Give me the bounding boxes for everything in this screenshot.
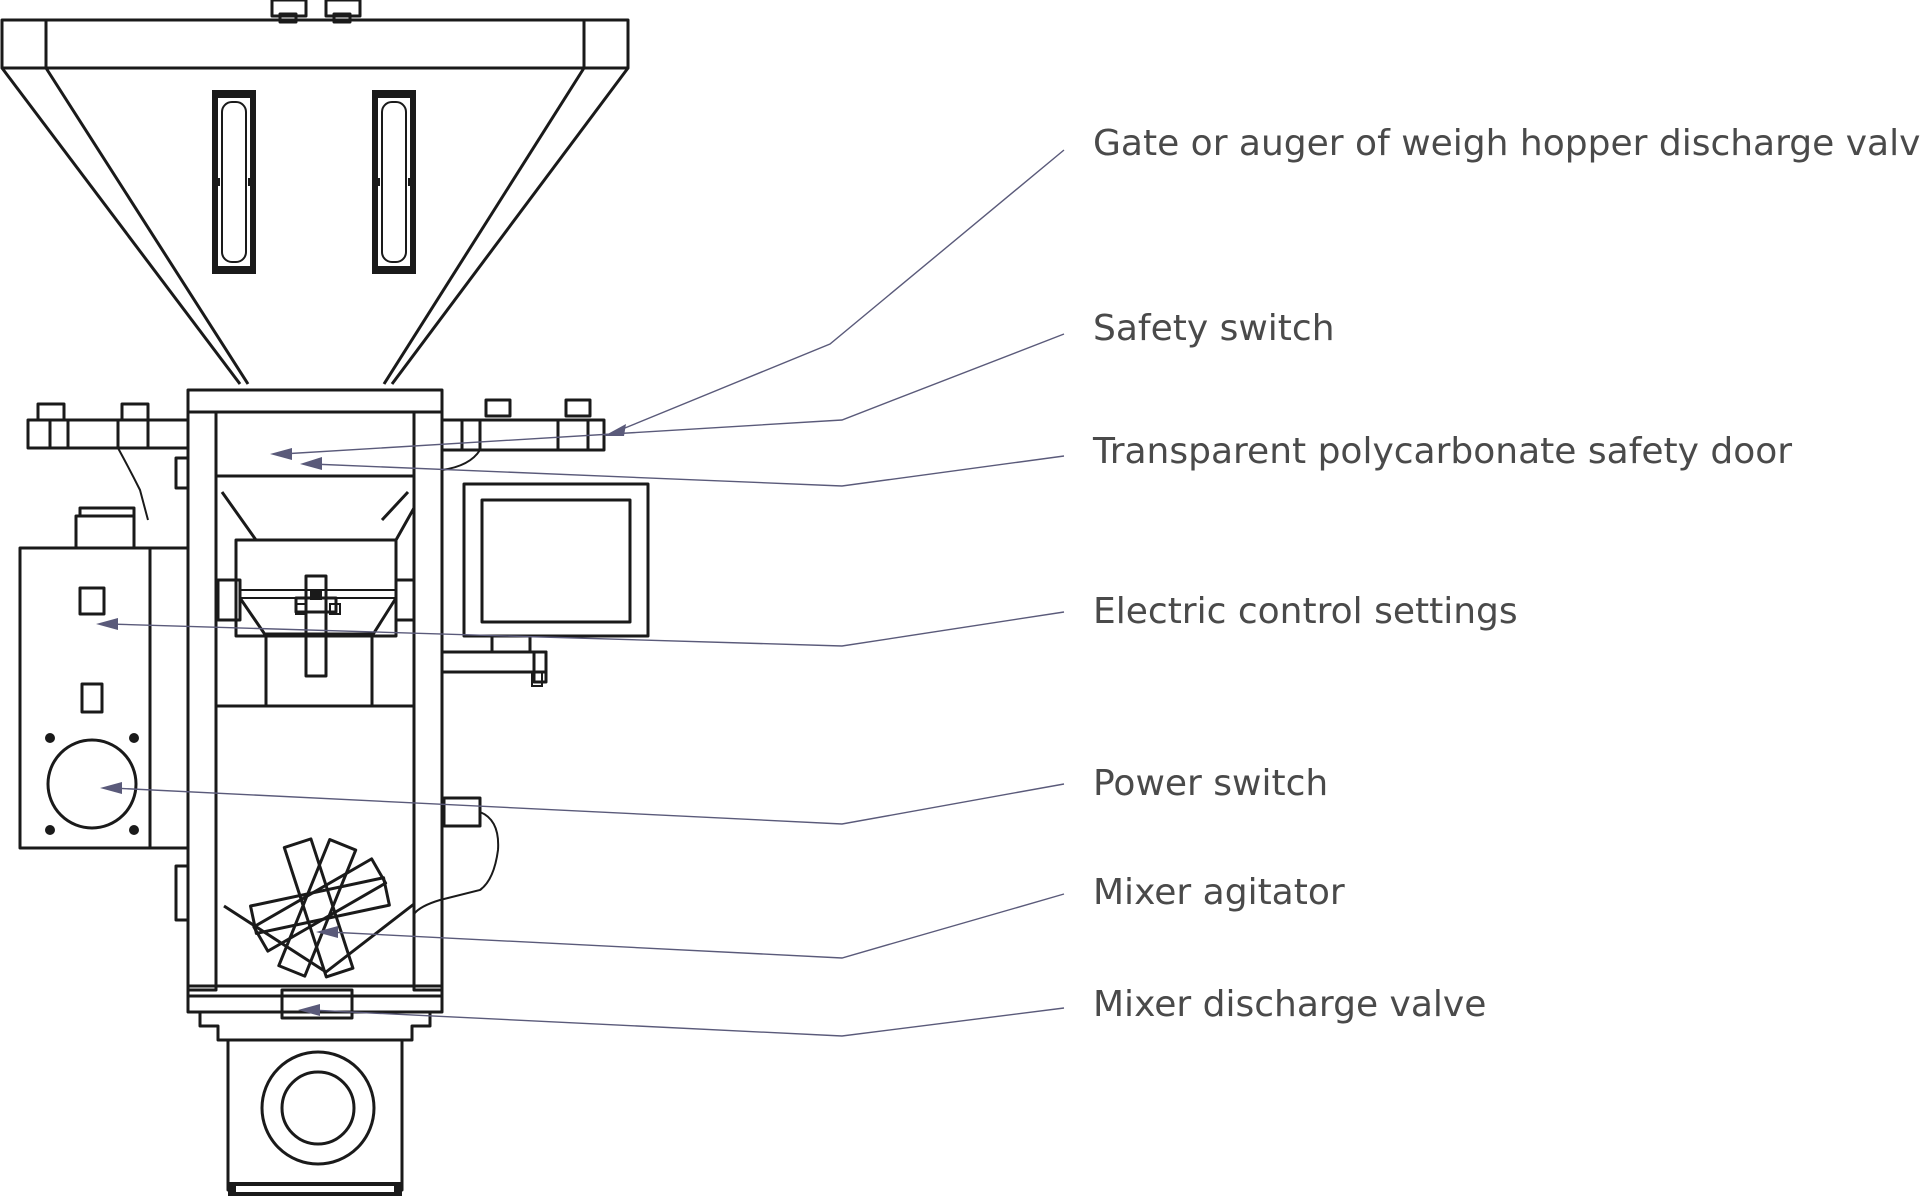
- label-discharge-valve-gate: Gate or auger of weigh hopper discharge …: [1093, 123, 1920, 164]
- leader-mixer-discharge: [309, 1007, 1065, 1037]
- leader-power-switch: [111, 783, 1065, 825]
- label-safety-switch: Safety switch: [1093, 308, 1335, 349]
- control-screen: [440, 482, 650, 687]
- power-switch: [413, 796, 500, 915]
- mixer-discharge-valve: [186, 988, 444, 1196]
- weigh-hopper: [216, 490, 416, 708]
- leader-mixer-agitator: [327, 893, 1065, 959]
- blender-frame: [186, 388, 444, 998]
- hopper-sight-window-right: [372, 90, 416, 274]
- leader-discharge-gate: [619, 149, 1065, 431]
- label-power-switch: Power switch: [1093, 763, 1329, 804]
- label-mixer-agitator: Mixer agitator: [1093, 872, 1345, 913]
- label-mixer-discharge-valve: Mixer discharge valve: [1093, 984, 1487, 1025]
- material-hopper: [0, 0, 630, 385]
- safety-switch-bracket: [440, 398, 606, 471]
- leader-electric-control: [107, 611, 1065, 647]
- leader-safety-door: [311, 455, 1065, 487]
- electric-control-box: [18, 506, 190, 922]
- hopper-sight-window-left: [212, 90, 256, 274]
- label-safety-door: Transparent polycarbonate safety door: [1093, 431, 1793, 472]
- mixer-agitator: [223, 837, 415, 979]
- label-electric-control: Electric control settings: [1093, 591, 1518, 632]
- mounting-bracket-left: [26, 402, 190, 521]
- leader-lines: [96, 149, 1065, 1037]
- leader-safety-switch: [281, 333, 1065, 455]
